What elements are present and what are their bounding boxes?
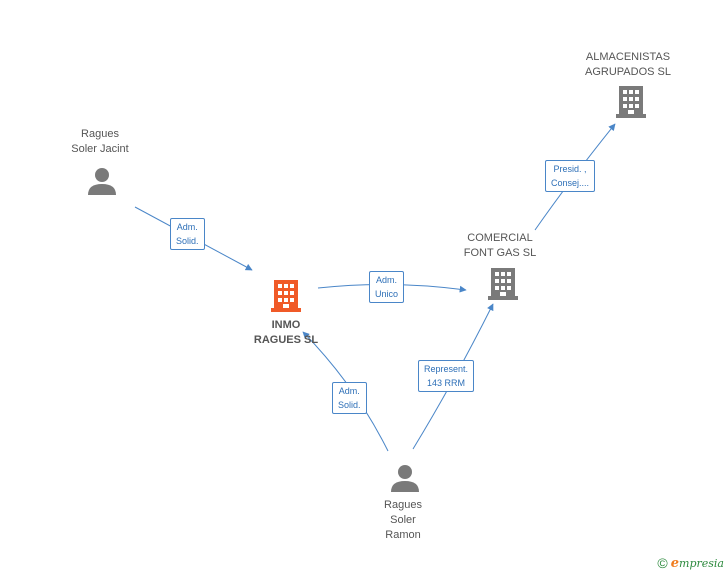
brand-footer[interactable]: © empresia [657, 555, 724, 571]
node-name-line: Ragues [384, 499, 422, 511]
person-icon [391, 465, 419, 492]
building-icon [616, 86, 646, 118]
main-building-icon [271, 280, 301, 312]
edge-label-jacint-inmo: Adm. Solid. [170, 218, 205, 250]
node-label-comercial[interactable]: COMERCIAL FONT GAS SL [450, 231, 550, 261]
edge-label-line: Adm. [176, 222, 198, 232]
node-label-ragues-ramon[interactable]: Ragues Soler Ramon [353, 498, 453, 543]
node-name-line: AGRUPADOS SL [585, 66, 671, 78]
edge-label-line: Unico [375, 289, 399, 299]
node-name-line: RAGUES SL [253, 334, 319, 346]
edge-label-line: Consej.... [551, 178, 590, 188]
edge-label-line: Solid. [338, 400, 361, 410]
node-name-line: ALMACENISTAS [585, 51, 671, 63]
edge-label-inmo-comercial: Adm. Unico [369, 271, 405, 303]
node-label-almacenistas[interactable]: ALMACENISTAS AGRUPADOS SL [573, 50, 683, 80]
node-name-line: Soler Jacint [71, 143, 129, 155]
edge-label-line: Solid. [176, 236, 199, 246]
node-name-line: FONT GAS SL [463, 247, 537, 259]
node-name-line: Ragues [81, 128, 119, 140]
edge-label-line: Presid. , [553, 164, 587, 174]
edge-label-ramon-inmo: Adm. Solid. [332, 382, 367, 414]
node-label-ragues-jacint[interactable]: Ragues Soler Jacint [50, 127, 150, 157]
copyright-icon: © [657, 555, 668, 571]
person-icon [88, 168, 116, 195]
edge-label-line: Adm. [376, 275, 398, 285]
edge-label-line: Represent. [424, 364, 469, 374]
node-name-line: Soler [390, 514, 416, 526]
edge-label-line: Adm. [338, 386, 360, 396]
building-icon [488, 268, 518, 300]
node-name-line: COMERCIAL [467, 232, 533, 244]
edge-label-comercial-almacenistas: Presid. , Consej.... [545, 160, 596, 192]
node-name-line: INMO [271, 319, 301, 331]
brand-logo: empresia [670, 555, 724, 571]
node-label-inmo[interactable]: INMO RAGUES SL [236, 318, 336, 348]
edge-label-line: 143 RRM [427, 378, 466, 388]
edge-label-ramon-comercial: Represent. 143 RRM [418, 360, 475, 392]
node-name-line: Ramon [385, 529, 421, 541]
